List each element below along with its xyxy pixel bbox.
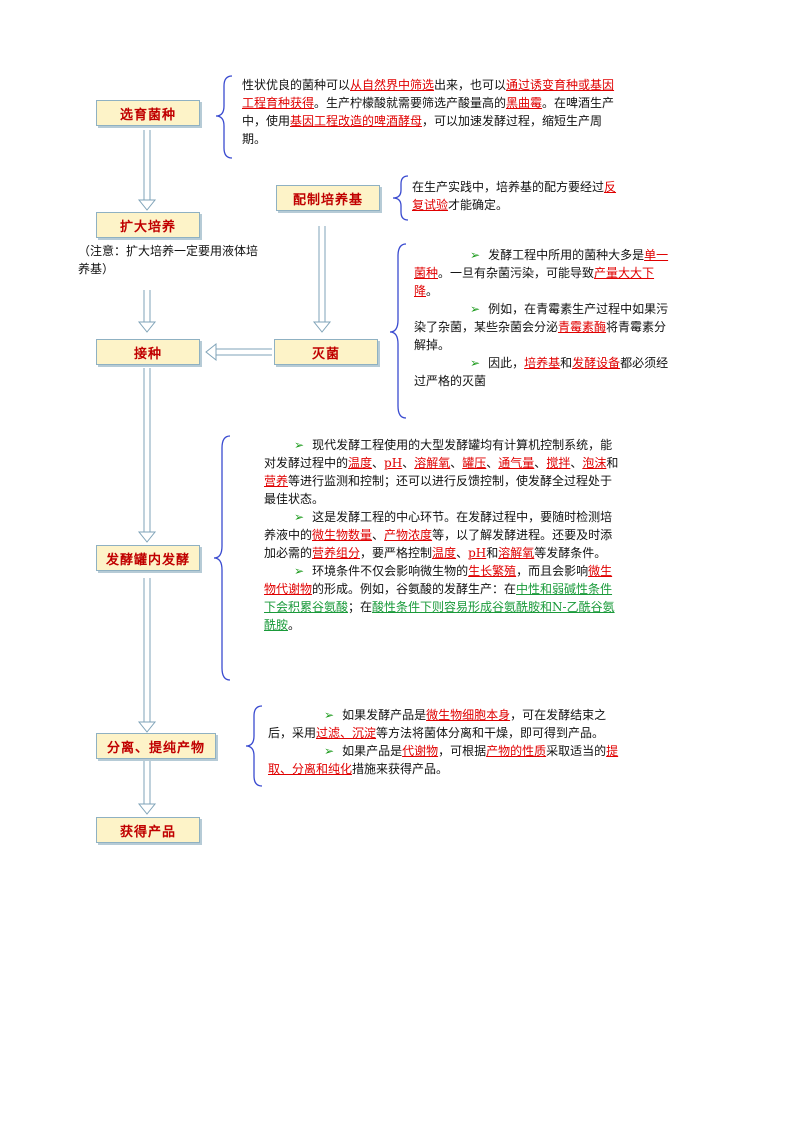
text-fermentation: ➢现代发酵工程使用的大型发酵罐均有计算机控制系统，能对发酵过程中的温度、pH、溶… [264, 438, 619, 632]
text-strain-selection: 性状优良的菌种可以从自然界中筛选出来，也可以通过诱变育种或基因工程育种获得。生产… [242, 78, 615, 146]
box-select-strain: 选育菌种 [96, 100, 200, 126]
text-medium-formula: 在生产实践中，培养基的配方要经过反复试验才能确定。 [412, 180, 617, 212]
box-fermentation: 发酵罐内发酵 [96, 545, 200, 571]
text-separation: ➢如果发酵产品是微生物细胞本身，可在发酵结束之后，采用过滤、沉淀等方法将菌体分离… [268, 708, 619, 776]
text-sterilization: ➢发酵工程中所用的菌种大多是单一菌种。一旦有杂菌污染，可能导致产量大大下降。 ➢… [414, 248, 669, 388]
box-prepare-medium: 配制培养基 [276, 185, 380, 211]
box-separation: 分离、提纯产物 [96, 733, 216, 759]
box-sterilize: 灭菌 [274, 339, 378, 365]
note-liquid-medium: （注意：扩大培养一定要用液体培养基） [78, 244, 259, 276]
box-final-product: 获得产品 [96, 817, 200, 843]
box-inoculate: 接种 [96, 339, 200, 365]
box-expand-culture: 扩大培养 [96, 212, 200, 238]
